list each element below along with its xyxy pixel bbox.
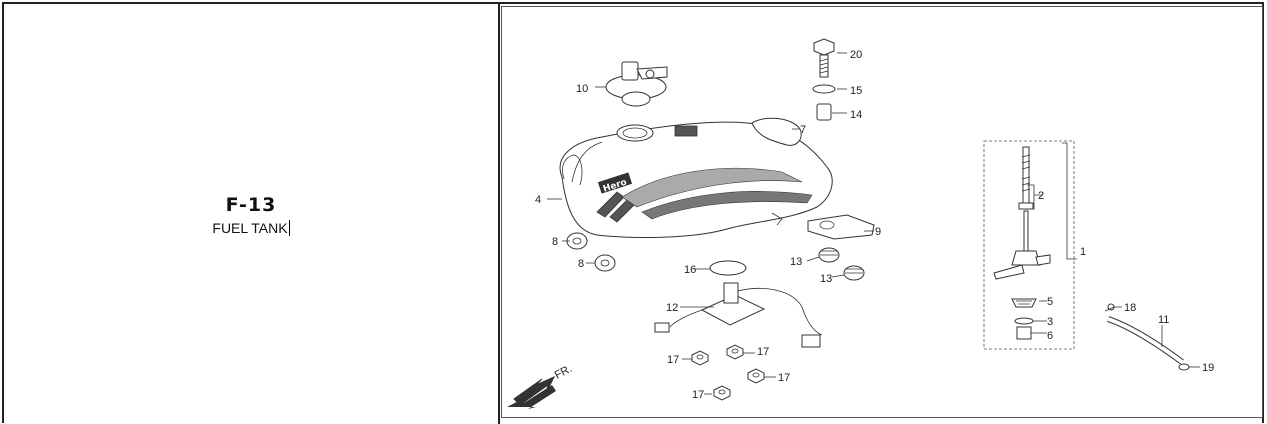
mounting-bolt	[813, 38, 835, 78]
callout-2: 2	[1038, 190, 1044, 202]
callout-4: 4	[535, 194, 541, 206]
callout-17-b: 17	[757, 346, 769, 358]
leader-lines	[547, 52, 1200, 395]
callout-17-c: 17	[778, 372, 790, 384]
exploded-view: Hero	[507, 38, 1214, 409]
callout-11: 11	[1158, 314, 1169, 326]
direction-label: FR.	[553, 363, 574, 382]
callout-18: 18	[1124, 302, 1136, 314]
fuel-cock-group-box	[983, 140, 1075, 350]
callout-9: 9	[875, 226, 881, 238]
callout-13-upper: 13	[790, 256, 802, 268]
collar	[816, 103, 832, 121]
text-cursor	[288, 220, 290, 236]
callout-13-lower: 13	[820, 273, 832, 285]
cell-divider	[498, 4, 500, 424]
fuel-tank: Hero	[559, 121, 833, 238]
callout-6: 6	[1047, 330, 1053, 342]
fuel-cock	[993, 146, 1051, 340]
parts-diagram: Hero	[501, 6, 1263, 418]
callout-7: 7	[800, 124, 806, 136]
callout-1: 1	[1080, 246, 1086, 258]
nut-a	[691, 350, 709, 366]
section-name-field[interactable]: FUEL TANK	[4, 220, 498, 236]
tank-mount	[807, 214, 875, 240]
callout-20: 20	[850, 49, 862, 61]
front-direction-arrow-icon	[507, 375, 556, 409]
grommet-b	[843, 265, 865, 281]
callout-8-lower: 8	[578, 258, 584, 270]
nut-c	[747, 368, 765, 384]
fuel-cap	[605, 61, 668, 107]
nut-b	[726, 344, 744, 360]
hose-clip-upper	[1104, 303, 1115, 312]
callout-16: 16	[684, 264, 696, 276]
callout-17-d: 17	[692, 389, 704, 401]
cushion-lower	[594, 254, 616, 272]
callout-12: 12	[666, 302, 678, 314]
section-label-cell: F-13 FUEL TANK	[4, 4, 498, 422]
callout-8-upper: 8	[552, 236, 558, 248]
rubber-pad	[751, 117, 802, 146]
callout-14: 14	[850, 109, 862, 121]
hose-clip-lower	[1178, 363, 1190, 371]
callout-17-a: 17	[667, 354, 679, 366]
callout-19: 19	[1202, 362, 1214, 374]
nut-d	[713, 385, 731, 401]
grommet-a	[818, 247, 840, 263]
fuel-level-unit	[654, 282, 823, 348]
gasket	[709, 260, 747, 276]
callout-15: 15	[850, 85, 862, 97]
section-name: FUEL TANK	[212, 220, 288, 236]
callout-3: 3	[1047, 316, 1053, 328]
section-code: F-13	[225, 194, 277, 216]
callout-5: 5	[1047, 296, 1053, 308]
callout-10: 10	[576, 83, 588, 95]
washer	[812, 84, 836, 94]
